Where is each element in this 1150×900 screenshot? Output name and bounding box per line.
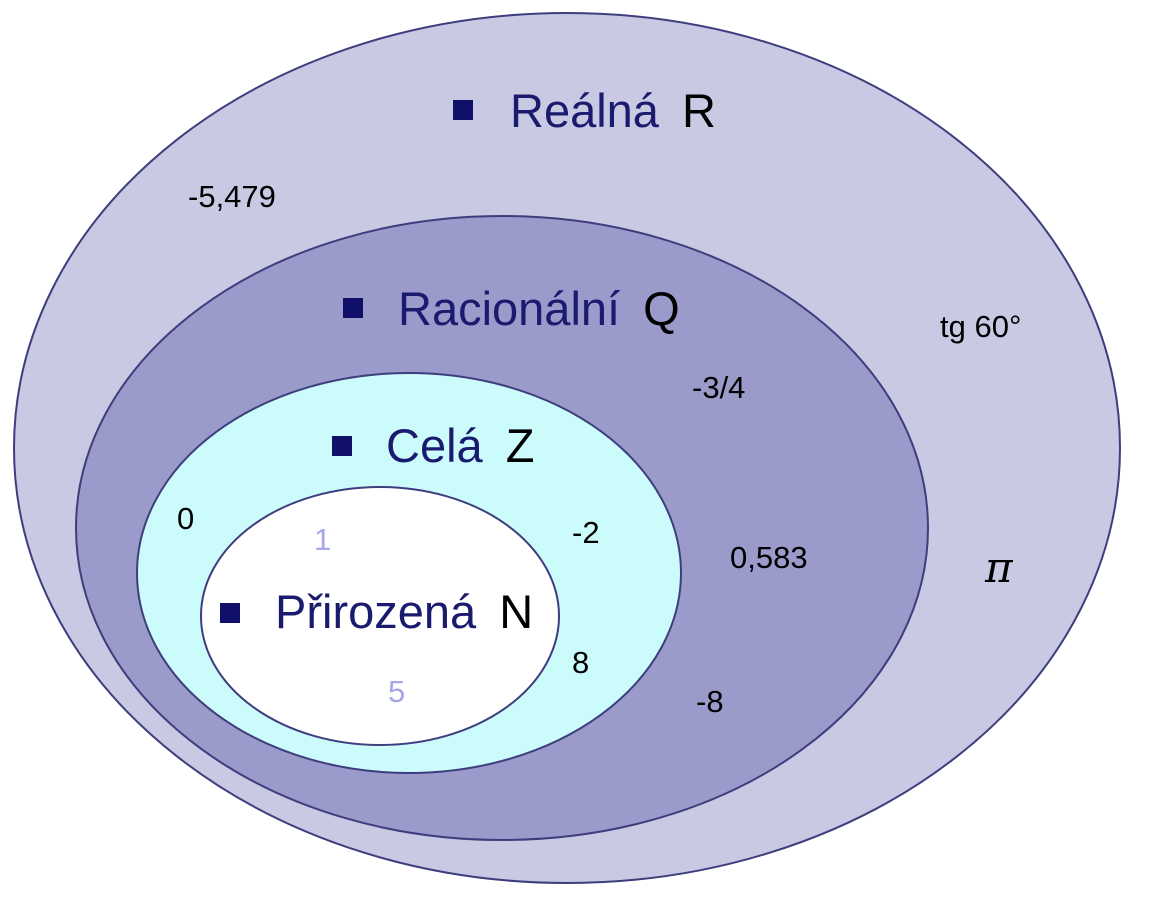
svg-text:Reálná R: Reálná R xyxy=(510,84,716,137)
rational-element: 0,583 xyxy=(730,540,808,575)
square-bullet-icon xyxy=(453,100,473,120)
square-bullet-icon xyxy=(332,436,352,456)
integer-element: -2 xyxy=(572,515,600,550)
integer-element: 0 xyxy=(177,501,194,536)
real-set-label: Reálná R xyxy=(453,84,716,137)
natural-element: 5 xyxy=(388,674,405,709)
square-bullet-icon xyxy=(343,298,363,318)
natural-numbers-set xyxy=(200,486,560,746)
real-element: tg 60° xyxy=(940,309,1021,344)
rational-set-symbol: Q xyxy=(643,282,680,335)
natural-element: 1 xyxy=(314,522,331,557)
rational-set-label: Racionální Q xyxy=(343,282,680,335)
integer-element: 8 xyxy=(572,645,589,680)
real-element: π xyxy=(984,543,1014,592)
integer-set-name: Celá xyxy=(386,419,484,472)
svg-text:Přirozená N: Přirozená N xyxy=(275,585,533,638)
svg-text:Celá Z: Celá Z xyxy=(386,419,534,472)
rational-set-name: Racionální xyxy=(398,282,620,335)
rational-element: -3/4 xyxy=(692,370,745,405)
integer-set-symbol: Z xyxy=(506,419,535,472)
svg-text:Racionální Q: Racionální Q xyxy=(398,282,680,335)
real-set-symbol: R xyxy=(682,84,716,137)
integer-set-label: Celá Z xyxy=(332,419,534,472)
natural-set-symbol: N xyxy=(499,585,533,638)
natural-set-label: Přirozená N xyxy=(220,585,533,638)
natural-set-name: Přirozená xyxy=(275,585,477,638)
real-element: -5,479 xyxy=(188,179,276,214)
rational-element: -8 xyxy=(696,684,724,719)
real-set-name: Reálná xyxy=(510,84,660,137)
square-bullet-icon xyxy=(220,603,240,623)
